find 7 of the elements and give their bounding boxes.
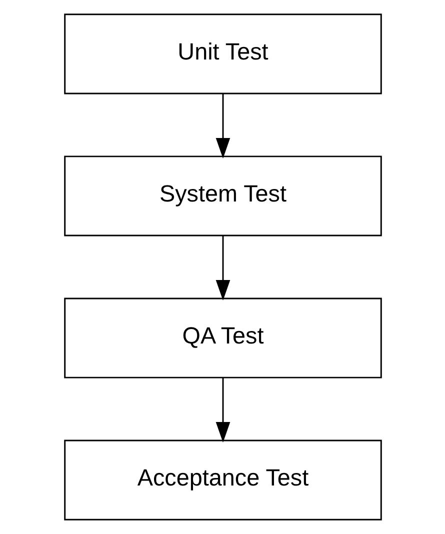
node-box: System Test — [64, 156, 382, 236]
arrow — [215, 236, 230, 300]
arrow — [215, 378, 230, 443]
arrow — [215, 94, 230, 158]
node-box: Acceptance Test — [64, 440, 382, 520]
node-box: Unit Test — [64, 14, 382, 94]
node-box: QA Test — [64, 298, 382, 378]
